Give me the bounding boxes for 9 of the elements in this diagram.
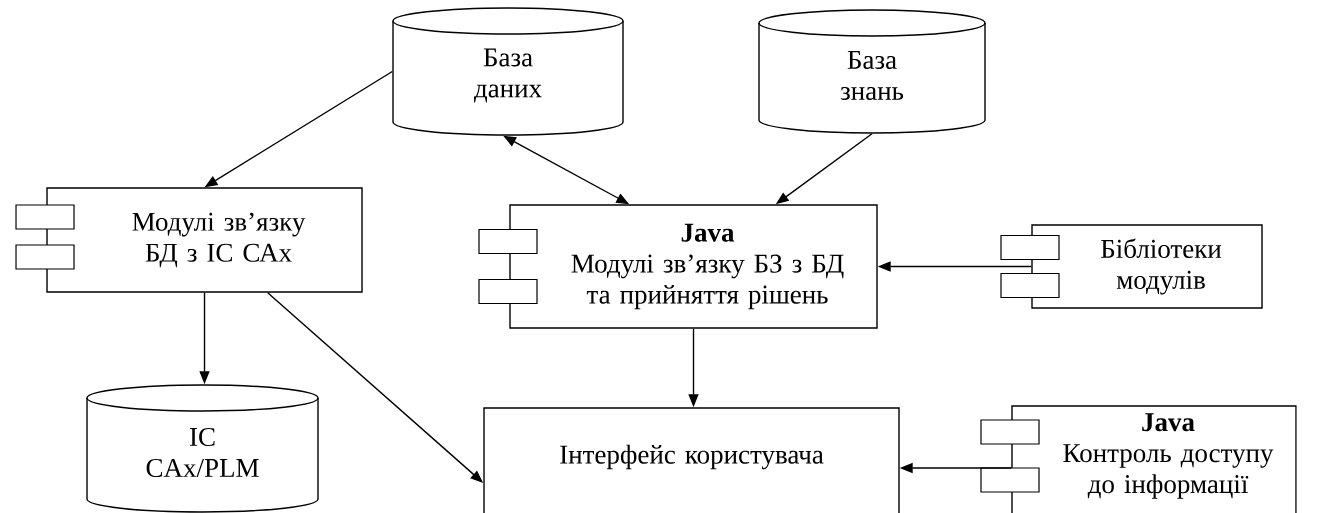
component-box: Java Модулі зв’язку БЗ з БД та прийняття рішень: [478, 204, 878, 329]
component-box: Java Контроль доступу до інформації: [980, 405, 1297, 513]
interface-box: Інтерфейс користувача: [483, 407, 900, 513]
database-cylinder: База знань: [758, 9, 986, 134]
database-cylinder: База даних: [392, 7, 624, 136]
component-box: Модулі зв’язку БД з ІС САх: [15, 187, 363, 293]
database-cylinder: ІС CAx/PLM: [86, 384, 319, 513]
node-label: ІС CAx/PLM: [146, 427, 259, 478]
component-box: Бібліотеки модулів: [1000, 224, 1263, 309]
